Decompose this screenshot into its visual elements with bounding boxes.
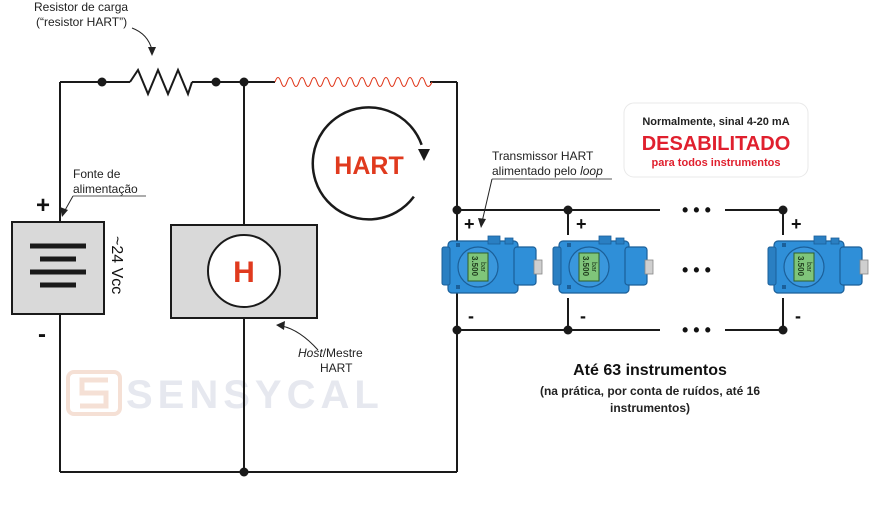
transmitter-1-display-unit: bar [479, 262, 486, 273]
transmitter-2 [552, 235, 654, 294]
supply-label-line2: alimentação [73, 182, 138, 196]
host-master-box [170, 224, 318, 319]
transmitter-1 [441, 235, 543, 294]
host-letter: H [233, 256, 255, 289]
callout-line1: Normalmente, sinal 4-20 mA [642, 116, 789, 128]
watermark-logo [66, 370, 122, 416]
transmitter-n-minus: - [795, 306, 801, 326]
host-label-line2: HART [320, 361, 353, 375]
transmitter-n-display-value: 3.500 [796, 256, 805, 277]
junction-dots [97, 77, 788, 477]
supply-minus-sign: - [38, 321, 46, 348]
host-pointer-arrow [276, 321, 319, 351]
ellipsis-top: • • • [682, 200, 711, 220]
callout-line3: para todos instrumentos [652, 157, 781, 169]
callout-line2: DESABILITADO [642, 133, 791, 155]
transmitter-pointer-arrow [478, 178, 612, 228]
supply-pointer-arrow [60, 195, 146, 217]
transmitter-1-plus: + [464, 214, 475, 234]
transmitter-label-line1: Transmissor HART [492, 149, 594, 163]
circuit-wires [59, 67, 784, 473]
supply-voltage-label: ~24 Vcc [108, 236, 125, 294]
hart-signal-wave [274, 76, 433, 88]
ellipsis-bottom: • • • [682, 320, 711, 340]
host-label-italic: Host [298, 346, 323, 360]
resistor-pointer-arrow [131, 27, 156, 56]
ellipsis-middle: • • • [682, 260, 711, 280]
resistor-label-line1: Resistor de carga [34, 0, 128, 14]
instrument-count-note-line2: instrumentos) [610, 401, 690, 415]
instrument-count-note-line1: (na prática, por conta de ruídos, até 16 [540, 384, 760, 398]
transmitter-1-minus: - [468, 306, 474, 326]
transmitter-n-display-unit: bar [805, 262, 812, 273]
supply-plus-sign: + [36, 192, 50, 219]
instrument-count-title: Até 63 instrumentos [573, 362, 727, 379]
power-supply [11, 221, 105, 315]
host-label-line1: Host/Mestre [298, 346, 363, 360]
transmitter-n [767, 235, 869, 294]
transmitter-label-line2: alimentado pelo loop [492, 164, 603, 178]
resistor-label-line2: (“resistor HART”) [36, 15, 127, 29]
hart-loop-arrow [311, 106, 430, 221]
signal-disabled-callout [623, 102, 809, 178]
watermark-text: SENSYCAL [126, 373, 384, 417]
transmitter-2-plus: + [576, 214, 587, 234]
transmitter-2-display-value: 3.500 [581, 256, 590, 277]
transmitter-n-plus: + [791, 214, 802, 234]
transmitter-2-display-unit: bar [590, 262, 597, 273]
host-label-rest: /Mestre [323, 346, 363, 360]
transmitter-1-display-value: 3.500 [470, 256, 479, 277]
transmitter-2-minus: - [580, 306, 586, 326]
supply-label-line1: Fonte de [73, 167, 121, 181]
hart-loop-label: HART [334, 152, 403, 180]
